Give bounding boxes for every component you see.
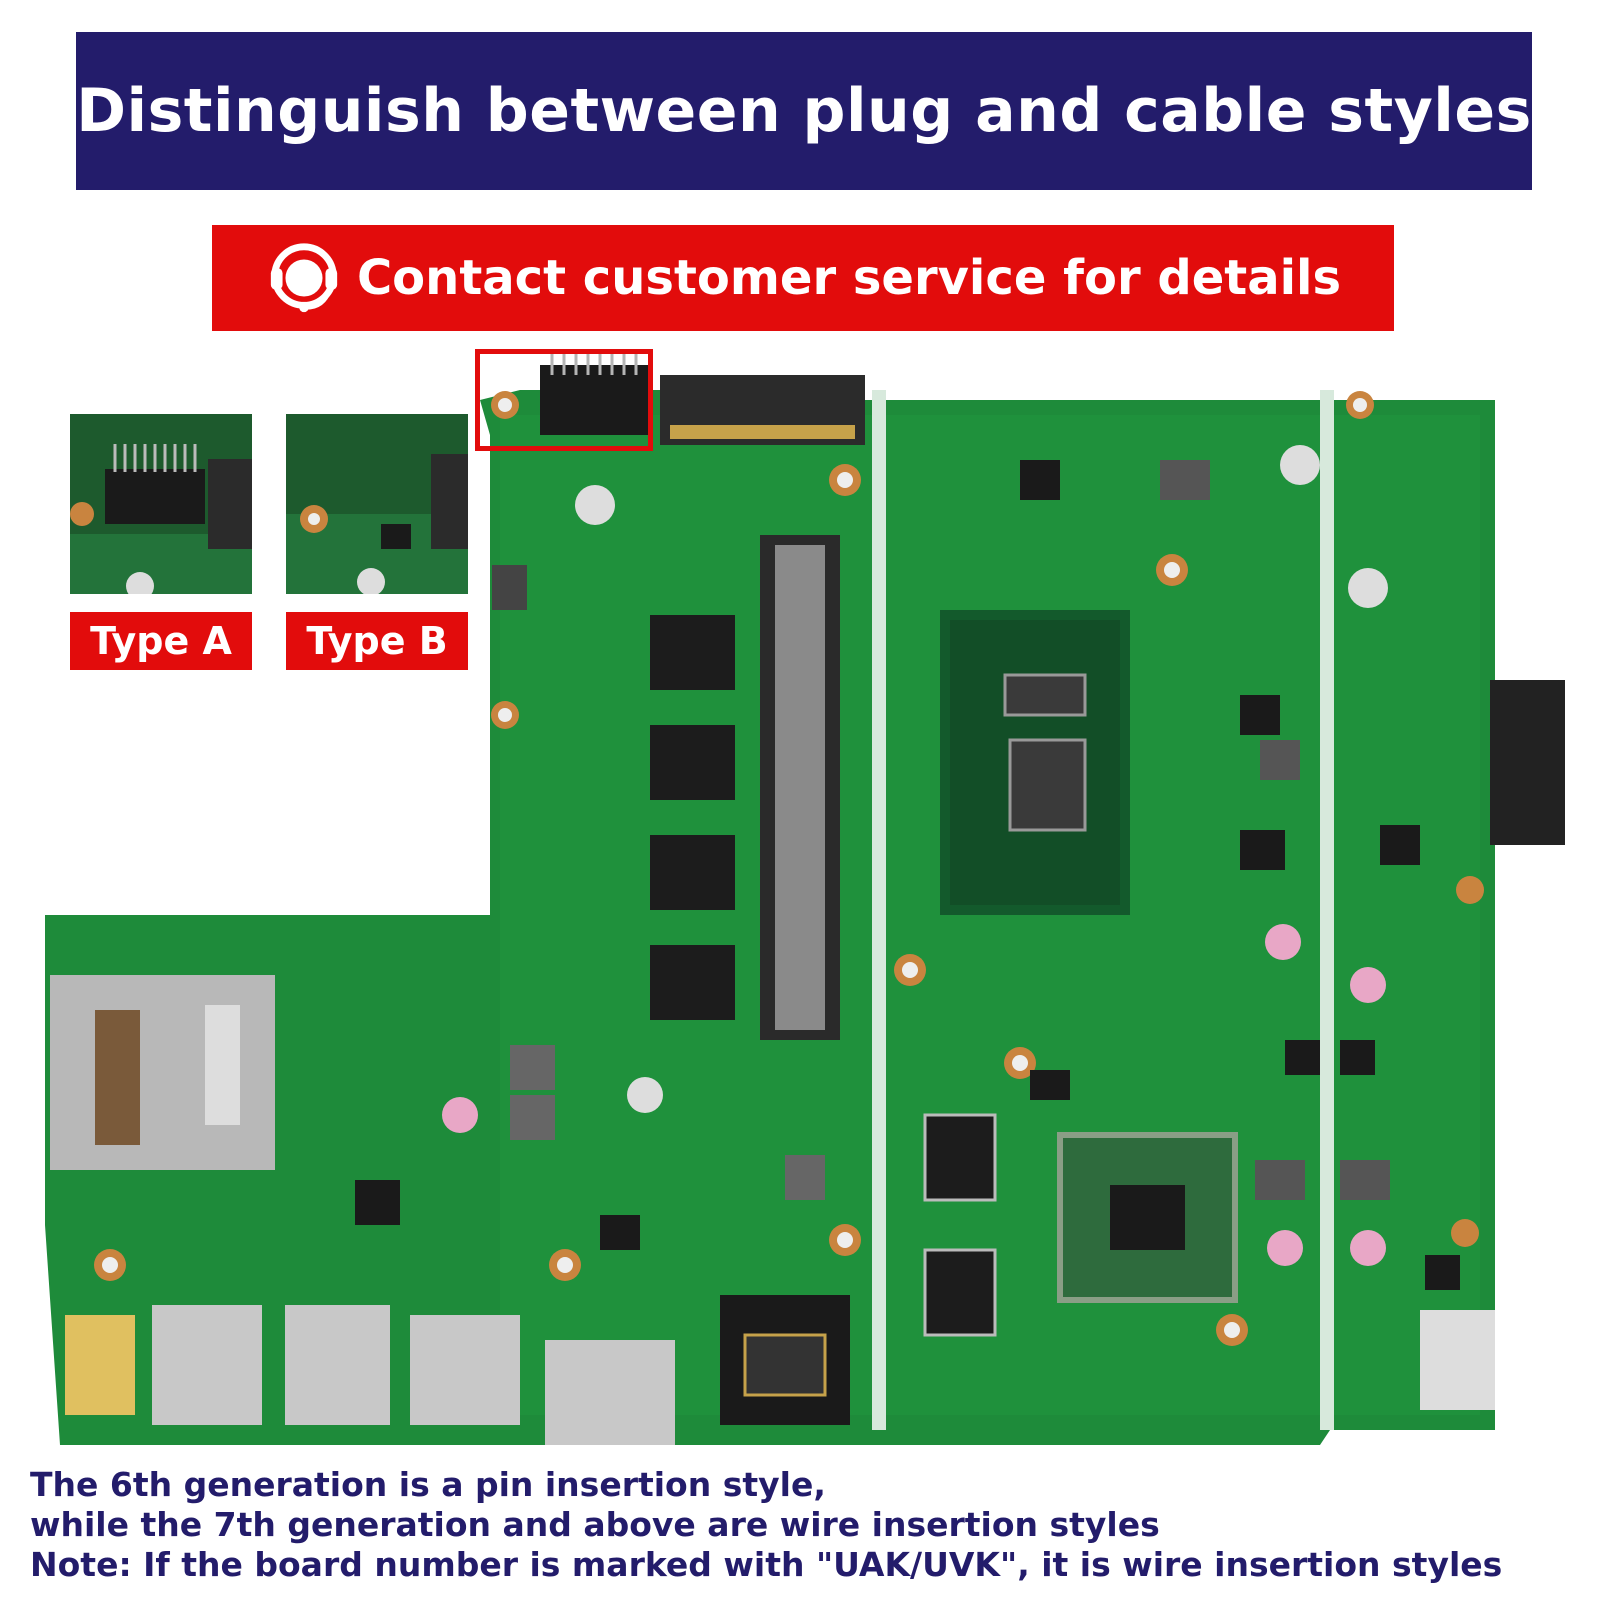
note-line-3: Note: If the board number is marked with… xyxy=(30,1545,1503,1584)
type-b-connector-image xyxy=(286,414,468,594)
notes-block: The 6th generation is a pin insertion st… xyxy=(30,1465,1590,1585)
type-b-thumbnail xyxy=(286,414,468,594)
type-a-label: Type A xyxy=(70,612,252,670)
contact-banner: Contact customer service for details xyxy=(212,225,1394,331)
type-a-thumbnail xyxy=(70,414,252,594)
motherboard-image xyxy=(45,353,1565,1445)
note-line-2: while the 7th generation and above are w… xyxy=(30,1505,1160,1544)
note-line-1: The 6th generation is a pin insertion st… xyxy=(30,1465,826,1504)
headset-icon xyxy=(270,243,338,313)
connector-highlight-box xyxy=(475,349,653,451)
title-banner: Distinguish between plug and cable style… xyxy=(76,32,1532,190)
page-title: Distinguish between plug and cable style… xyxy=(76,76,1532,146)
type-a-connector-image xyxy=(70,414,252,594)
type-b-label: Type B xyxy=(286,612,468,670)
contact-text: Contact customer service for details xyxy=(356,250,1342,306)
